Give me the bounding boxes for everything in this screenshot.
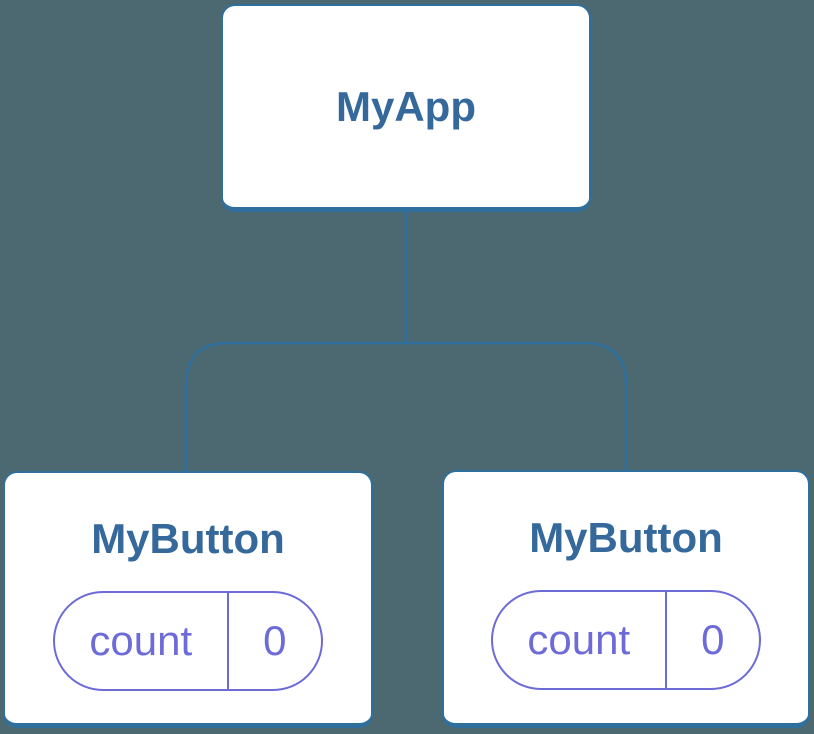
state-pill-left: count 0 (53, 591, 323, 691)
component-node-mybutton-left: MyButton count 0 (3, 471, 373, 728)
component-node-mybutton-right: MyButton count 0 (442, 470, 810, 728)
state-value-left: 0 (263, 617, 287, 664)
state-value-right: 0 (701, 616, 725, 663)
component-name-mybutton-right: MyButton (529, 514, 723, 561)
component-name-myapp: MyApp (336, 82, 476, 130)
component-name-mybutton-left: MyButton (91, 515, 285, 562)
state-key-right: count (493, 592, 667, 688)
connector-fork (184, 341, 628, 472)
state-pill-right: count 0 (491, 590, 761, 690)
state-key-left: count (55, 593, 229, 689)
component-node-myapp: MyApp (221, 4, 591, 212)
